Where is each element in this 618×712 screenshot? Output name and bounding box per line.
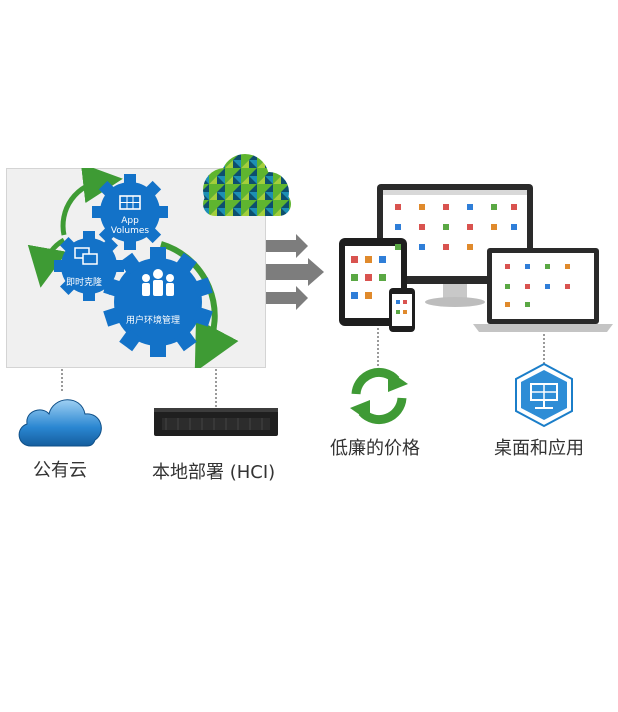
mosaic-cloud-icon xyxy=(203,154,291,216)
cycle-arc-left xyxy=(27,237,68,288)
server-icon xyxy=(154,408,278,436)
app-volumes-label: App Volumes xyxy=(110,216,150,236)
desktop-apps-label: 桌面和应用 xyxy=(494,438,584,459)
arrow-icon xyxy=(266,286,308,310)
arrow-icon xyxy=(266,234,308,258)
app-volumes-gear xyxy=(92,174,168,250)
connector-line xyxy=(61,369,63,391)
devices-illustration xyxy=(339,184,613,332)
connector-line xyxy=(215,369,217,407)
users-group-icon xyxy=(142,269,174,296)
arrow-icon xyxy=(266,258,324,286)
public-cloud-label: 公有云 xyxy=(33,460,87,481)
low-price-label: 低廉的价格 xyxy=(330,438,420,459)
cycle-arc-top xyxy=(60,168,123,236)
flow-arrows xyxy=(266,234,324,310)
desktop-hex-icon xyxy=(515,362,573,428)
on-prem-label: 本地部署 (HCI) xyxy=(152,462,276,483)
gears-illustration xyxy=(27,168,239,368)
instant-clone-label: 即时克隆 xyxy=(65,278,102,288)
phone-device xyxy=(389,288,415,332)
connector-line xyxy=(543,334,545,364)
public-cloud-icon xyxy=(18,399,102,447)
recycle-icon xyxy=(350,367,408,425)
user-env-gear xyxy=(103,247,213,357)
monitor-icon xyxy=(74,247,90,259)
connector-line xyxy=(377,328,379,366)
laptop-device xyxy=(473,248,613,332)
user-env-label: 用户环境管理 xyxy=(125,316,180,326)
